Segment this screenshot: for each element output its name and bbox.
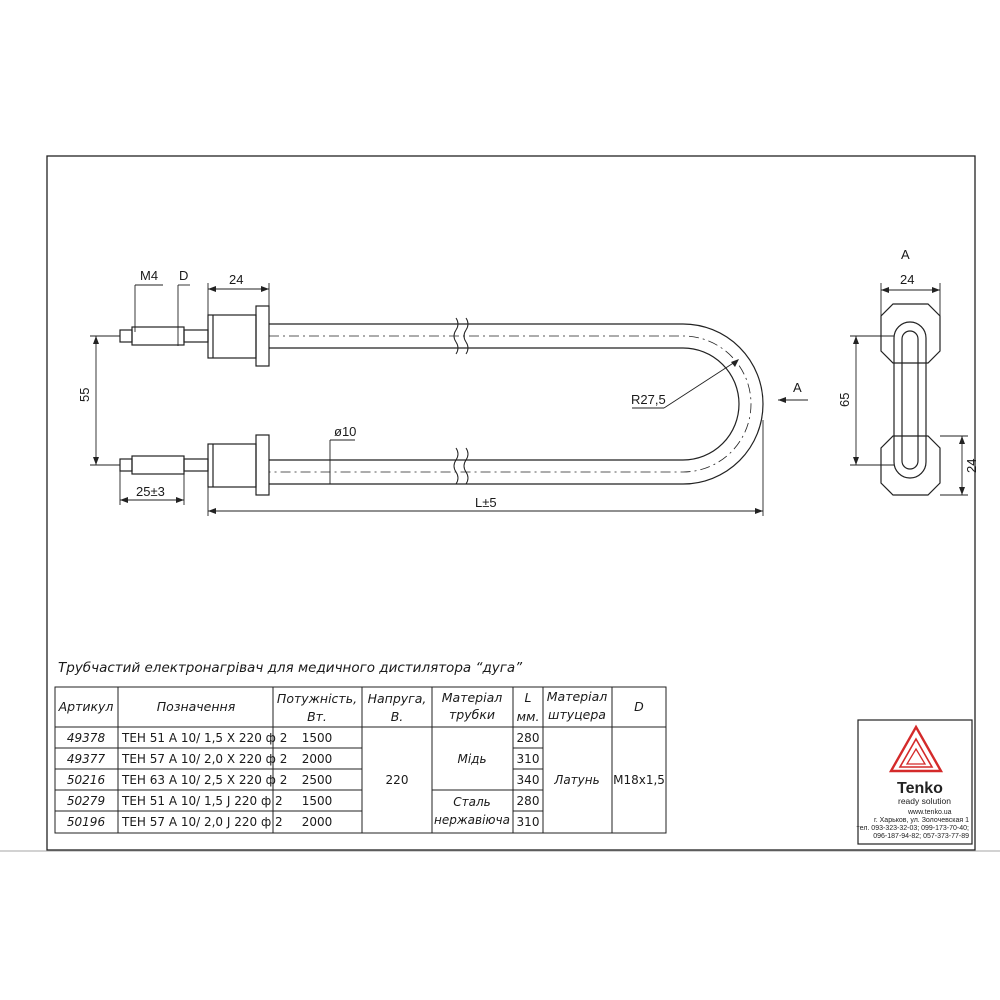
row-2-power: 2000 (302, 752, 333, 766)
side-dimensions (850, 283, 968, 496)
tube-end-slot-outer (893, 321, 927, 479)
bottom-octagon-flange (880, 435, 941, 496)
row-4-length: 280 (517, 794, 540, 808)
row-5-article: 50196 (67, 815, 106, 829)
tube-inner (269, 347, 740, 461)
row-1-article: 49378 (67, 731, 106, 745)
row-4-power: 1500 (302, 794, 333, 808)
header-voltage-2: В. (391, 709, 404, 724)
main-dimensions (90, 283, 808, 516)
dim-length-label: L±5 (475, 495, 497, 510)
header-tube-2: трубки (449, 707, 495, 722)
dim-55-label: 55 (77, 388, 92, 402)
view-24-side-label: 24 (964, 459, 979, 473)
spec-table (54, 686, 667, 834)
tube-material-steel-1: Сталь (453, 795, 490, 809)
row-3-length: 340 (517, 773, 540, 787)
bottom-terminal-neck (183, 458, 209, 472)
header-designation: Позначення (157, 699, 236, 714)
view-65-label: 65 (837, 393, 852, 407)
top-fitting-nut (207, 314, 257, 359)
side-arrowheads (853, 287, 965, 495)
top-octagon-flange (880, 303, 941, 364)
header-length-1: L (525, 690, 532, 705)
header-power-1: Потужність, (277, 691, 357, 706)
row-4-article: 50279 (67, 794, 105, 808)
row-3-power: 2500 (302, 773, 333, 787)
row-5-designation: ТЕН 57 А 10/ 2,0 J 220 ф 2 (121, 815, 283, 829)
logo-phone-1: тел. 093-323-32-03; 099-173-70-40; (857, 825, 969, 832)
section-arrow-label: A (793, 380, 802, 395)
row-5-length: 310 (517, 815, 540, 829)
row-2-designation: ТЕН 57 А 10/ 2,0 Х 220 ф 2 (121, 752, 287, 766)
header-tube-1: Матеріал (442, 690, 502, 705)
logo-address: г. Харьков, ул. Золочевская 1 (874, 817, 969, 824)
bottom-flange (255, 434, 270, 496)
row-2-length: 310 (517, 752, 540, 766)
row-3-article: 50216 (67, 773, 106, 787)
top-terminal-rod (131, 326, 185, 346)
table-rows: 49378 ТЕН 51 А 10/ 1,5 Х 220 ф 2 1500 28… (67, 731, 665, 829)
bottom-terminal-tip (119, 458, 133, 472)
drawing-frame (46, 155, 976, 851)
header-fitting-2: штуцера (548, 707, 606, 722)
fitting-material: Латунь (553, 773, 599, 787)
top-flange (255, 305, 270, 367)
header-length-2: мм. (517, 709, 540, 724)
logo-phone-2: 096-187-94-82; 057-373-77-89 (873, 833, 969, 840)
row-1-designation: ТЕН 51 А 10/ 1,5 Х 220 ф 2 (121, 731, 287, 745)
header-power-2: Вт. (307, 709, 327, 724)
view-a-label: A (901, 247, 910, 262)
top-terminal-tip (119, 329, 133, 343)
row-4-designation: ТЕН 51 А 10/ 1,5 J 220 ф 2 (121, 794, 283, 808)
d-value: М18х1,5 (613, 773, 665, 787)
header-voltage-1: Напруга, (368, 691, 427, 706)
row-1-power: 1500 (302, 731, 333, 745)
logo-box: Tenko ready solution www.tenko.ua г. Хар… (857, 719, 973, 845)
header-article: Артикул (58, 699, 114, 714)
logo-site: www.tenko.ua (907, 809, 952, 816)
header-d: D (634, 699, 644, 714)
bottom-terminal-rod (131, 455, 185, 475)
dim-radius-label: R27,5 (631, 392, 666, 407)
tube-end-slot-inner (901, 330, 919, 470)
row-5-power: 2000 (302, 815, 333, 829)
bottom-fitting-nut (207, 443, 257, 488)
side-view-a (880, 303, 941, 496)
logo-name: Tenko (897, 780, 943, 797)
dim-24-label: 24 (229, 272, 243, 287)
logo-tagline: ready solution (898, 796, 951, 806)
view-24-top-label: 24 (900, 272, 914, 287)
tube-outer (269, 323, 764, 485)
tube-material-copper: Мідь (457, 752, 486, 766)
voltage-value: 220 (386, 773, 409, 787)
tube-material-steel-2: нержавіюча (434, 813, 510, 827)
tenko-triangle-icon (888, 724, 944, 773)
table-title: Трубчастий електронагрівач для медичного… (58, 660, 523, 676)
tube-centerline (269, 335, 752, 473)
dim-diameter-label: ø10 (334, 424, 356, 439)
row-3-designation: ТЕН 63 А 10/ 2,5 Х 220 ф 2 (121, 773, 287, 787)
row-1-length: 280 (517, 731, 540, 745)
row-2-article: 49377 (67, 752, 106, 766)
dim-m4-label: M4 (140, 268, 158, 283)
dimension-arrowheads (93, 286, 786, 514)
dim-25-label: 25±3 (136, 484, 165, 499)
heater-main-view (119, 305, 764, 496)
dim-d-label: D (179, 268, 188, 283)
header-fitting-1: Матеріал (547, 689, 607, 704)
top-terminal-neck (183, 329, 209, 343)
